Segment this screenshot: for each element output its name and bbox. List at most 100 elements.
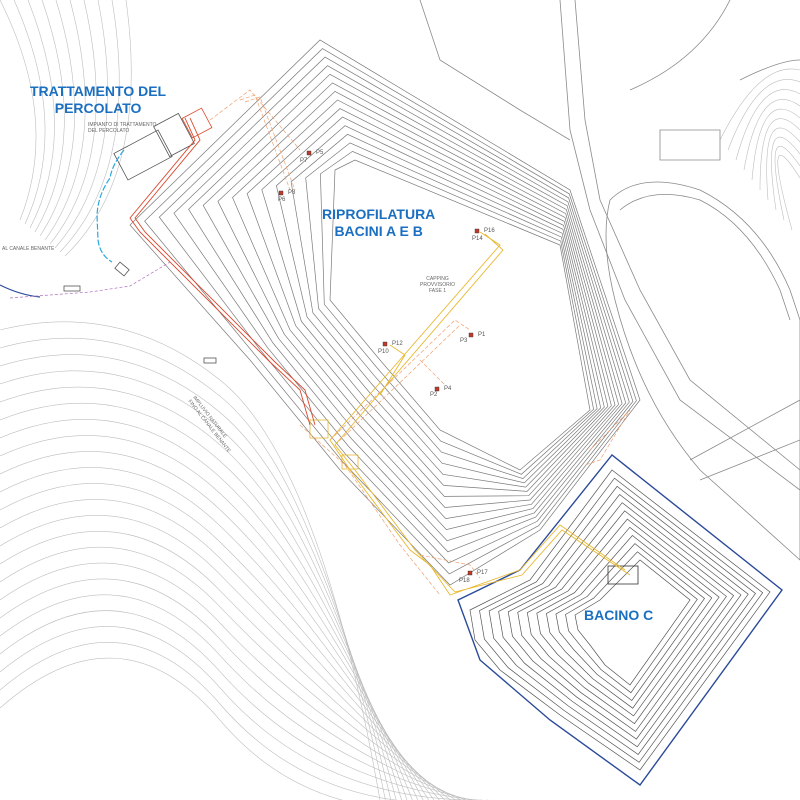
- terrace-contour: [479, 477, 764, 763]
- plant-note: IMPIANTO DI TRATTAMENTO DEL PERCOLATO: [88, 122, 156, 134]
- well-label-p12: P12: [392, 341, 403, 347]
- terrace-contour: [144, 48, 637, 575]
- well-marker: [278, 190, 284, 196]
- terrain-contour: [0, 451, 424, 800]
- terrace-contour: [246, 108, 612, 497]
- terrain-contour: [751, 108, 800, 181]
- terrain-contour: [774, 145, 800, 221]
- capping-line-3: FASE 1: [429, 288, 446, 294]
- capping-line-1: CAPPING: [426, 276, 449, 282]
- terrain-contour: [0, 483, 435, 800]
- terrace-contour: [329, 159, 591, 471]
- terrain-contour: [719, 68, 800, 141]
- terrain-contour: [0, 610, 478, 800]
- well-marker: [474, 228, 480, 234]
- well-label-p3: P3: [460, 338, 468, 344]
- terrain-contour: [0, 435, 419, 800]
- terrain-contour: [727, 79, 800, 151]
- roads: [419, 0, 800, 561]
- well-label-p1: P1: [478, 332, 486, 338]
- terrace-contour: [488, 485, 756, 755]
- terrace-contour: [276, 125, 605, 488]
- discharge-line: [9, 261, 171, 299]
- terrain-contour: [0, 467, 429, 800]
- capping-line-2: PROVVISORIO: [420, 282, 456, 288]
- monitoring-wells: [278, 150, 480, 576]
- well-label-p4: P4: [444, 386, 452, 392]
- well-marker: [382, 341, 388, 347]
- terrain-contour: [13, 0, 46, 225]
- leachate-drain-line: [96, 149, 125, 263]
- terrain-contour: [39, 0, 75, 237]
- well-label-p16: P16: [484, 228, 495, 234]
- terrace-contour: [232, 99, 616, 508]
- basin-c-boundary: [457, 454, 783, 786]
- capping-note: CAPPING PROVVISORIO FASE 1: [420, 276, 455, 294]
- terrace-contour: [546, 535, 713, 709]
- terrain-contour: [0, 546, 456, 800]
- plant-note-line-2: DEL PERCOLATO: [88, 128, 130, 134]
- terrace-contour: [261, 116, 609, 492]
- well-label-p2: P2: [430, 392, 438, 398]
- terrain-contour: [0, 0, 37, 221]
- terrain-contour: [735, 89, 800, 161]
- terrain-contour: [0, 626, 483, 800]
- well-label-p7: P7: [300, 158, 308, 164]
- terrain-contour: [777, 155, 800, 231]
- well-label-p10: P10: [378, 349, 389, 355]
- terrain-contour: [0, 402, 408, 800]
- well-label-p14: P14: [472, 236, 483, 242]
- terrace-contour: [555, 543, 705, 701]
- terrace-contour: [526, 518, 727, 725]
- terrain-contour: [0, 657, 494, 800]
- canal-blue-line: [0, 284, 41, 298]
- terrace-contour: [305, 142, 598, 479]
- well-label-p17: P17: [477, 570, 488, 576]
- terrain-contour: [0, 531, 451, 800]
- terrain-contour: [59, 0, 120, 253]
- canal-note: AL CANALE BENANTE: [2, 246, 55, 252]
- terrain-contour: [0, 562, 462, 800]
- terrace-contour: [498, 494, 749, 748]
- terrain-contour: [0, 641, 488, 800]
- terrain-contour: [49, 0, 97, 245]
- well-label-p5: P5: [316, 150, 324, 156]
- well-marker: [434, 386, 440, 392]
- basins-ab-line-1: RIPROFILATURA: [322, 206, 436, 222]
- terrain-contour: [34, 0, 65, 233]
- terrace-contour: [574, 559, 691, 686]
- yellow-pipe: [329, 231, 631, 596]
- terrace-contour: [320, 151, 594, 475]
- basin-c-terraces: [469, 469, 771, 771]
- basins-ab-line-2: BACINI A E B: [334, 223, 423, 239]
- well-marker: [306, 150, 312, 156]
- terrace-contour: [173, 65, 630, 553]
- well-label-p18: P18: [459, 578, 470, 584]
- terrain-contour: [0, 419, 413, 800]
- terrace-contour: [507, 502, 742, 740]
- terrace-contour: [536, 526, 720, 717]
- red-pipe: [129, 117, 316, 426]
- terrain-contour: [766, 127, 800, 201]
- leachate-plant: [63, 107, 639, 585]
- terrace-contour: [517, 510, 735, 732]
- terrace-contour: [188, 73, 627, 542]
- terrace-contour: [217, 90, 619, 519]
- terrain-contour: [0, 578, 467, 800]
- well-label-p8: P8: [288, 190, 296, 196]
- terrace-contour: [158, 56, 634, 564]
- title-line-2: PERCOLATO: [54, 100, 142, 116]
- terrain-contour: [27, 0, 55, 229]
- well-label-p6: P6: [278, 197, 286, 203]
- terrain-contour: [54, 0, 108, 249]
- terrain-contour: [0, 594, 472, 800]
- basin-c-title: BACINO C: [584, 607, 654, 623]
- orange-pipe: [209, 89, 631, 596]
- terrain-contour: [0, 386, 402, 800]
- terrain-contour: [0, 370, 397, 800]
- leachate-treatment-title: TRATTAMENTO DEL PERCOLATO: [30, 83, 166, 117]
- basins-ab-title: RIPROFILATURA BACINI A E B: [322, 206, 435, 240]
